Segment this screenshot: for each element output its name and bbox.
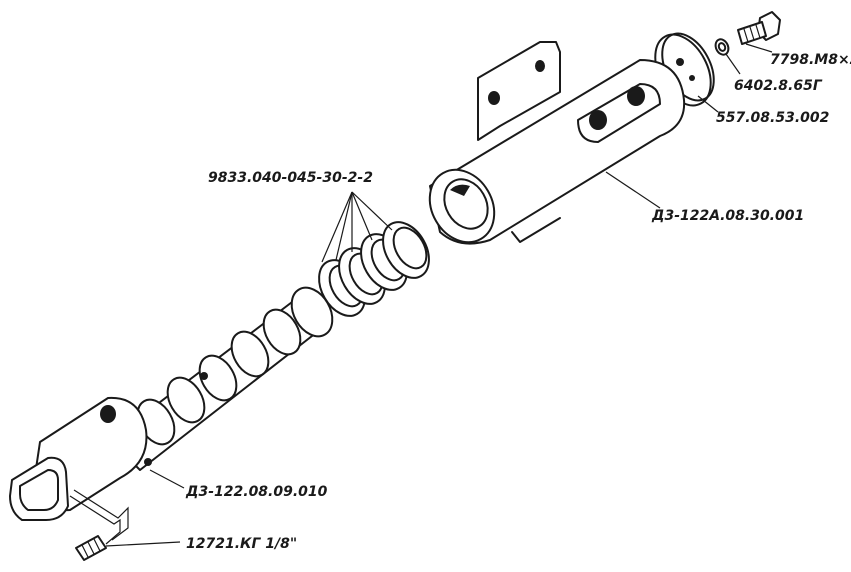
leader-lines xyxy=(105,43,773,547)
plunger xyxy=(9,286,334,521)
housing xyxy=(428,41,686,245)
label-bolt: 7798.М8×20 xyxy=(770,52,851,68)
label-plunger: Д3-122.08.09.010 xyxy=(185,484,328,500)
fitting xyxy=(69,489,129,561)
sealing-rings xyxy=(318,221,430,317)
spring-washer xyxy=(714,38,730,56)
label-rings: 9833.040-045-30-2-2 xyxy=(208,170,373,186)
label-housing: Д3-122А.08.30.001 xyxy=(651,208,804,224)
label-plate: 557.08.53.002 xyxy=(716,110,829,126)
bolt xyxy=(737,11,781,45)
label-washer: 6402.8.65Г xyxy=(734,78,823,94)
label-fitting: 12721.КГ 1/8" xyxy=(186,536,297,552)
